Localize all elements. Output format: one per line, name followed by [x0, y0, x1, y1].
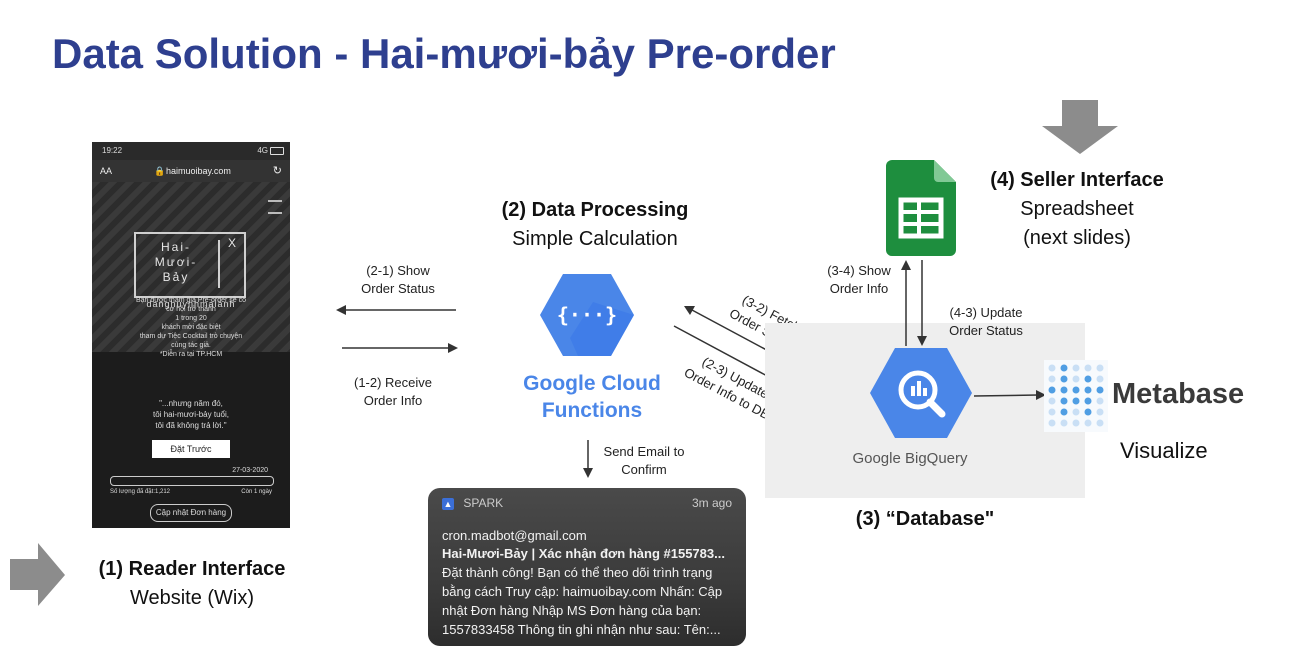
reload-icon: ↻	[272, 165, 282, 177]
google-cloud-functions-icon: {···}	[540, 274, 634, 356]
days-remaining: Còn 1 ngày	[241, 489, 272, 495]
visualize-label: Visualize	[1120, 438, 1208, 463]
arrow-bigquery-metabase	[974, 390, 1046, 400]
menu-icon	[268, 200, 282, 214]
reader-interface-label: (1) Reader Interface Website (Wix)	[98, 558, 286, 609]
arrows-website-gcf	[336, 305, 458, 353]
phone-time: 19:22	[102, 146, 123, 155]
notification-line-2: bằng cách Truy cập: haimuoibay.com Nhấn:…	[442, 584, 723, 599]
right-arrow-icon	[10, 543, 65, 606]
phone-date: 27-03-2020	[232, 467, 268, 474]
notification-time: 3m ago	[691, 496, 732, 510]
author-handle: danghuynhmaianh	[146, 299, 236, 309]
lock-icon: 🔒	[154, 166, 166, 176]
google-bigquery-icon	[870, 348, 972, 438]
svg-text:{···}: {···}	[557, 303, 617, 327]
phone-url: haimuoibay.com	[166, 166, 231, 176]
website-screenshot: 19:22 4G AA 🔒 haimuoibay.com ↻ Hai-Mươi-…	[92, 142, 290, 528]
notification-line-1: Đặt thành công! Bạn có thể theo dõi trìn…	[442, 565, 713, 580]
spark-app-icon: ▲	[442, 497, 454, 510]
bigquery-logo-text: Google BigQuery	[852, 450, 968, 467]
phone-url-bar: AA 🔒 haimuoibay.com ↻	[92, 160, 290, 182]
battery-icon	[270, 147, 284, 155]
arrows-sheets-bigquery	[901, 260, 927, 346]
notification-from: cron.madbot@gmail.com	[442, 528, 587, 543]
data-processing-label: (2) Data Processing Simple Calculation	[501, 199, 689, 250]
phone-status-bar: 19:22 4G	[92, 142, 290, 160]
phone-quote: "...nhưng năm đó,tôi hai-mươi-bảy tuổi,t…	[153, 399, 229, 430]
notification-app: SPARK	[463, 496, 504, 510]
google-sheets-icon	[886, 160, 956, 256]
phone-hero-image: Hai-Mươi-Bảy X danghuynhmaianh	[92, 182, 290, 352]
pre-order-button[interactable]: Đặt Trước	[152, 440, 230, 458]
book-logo-text: Hai-Mươi-Bảy	[154, 240, 198, 284]
page-title: Data Solution - Hai-mươi-bảy Pre-order	[52, 30, 836, 77]
update-order-button[interactable]: Cập nhật Đơn hàng	[150, 504, 232, 522]
metabase-icon	[1044, 360, 1108, 432]
notification-subject: Hai-Mươi-Bảy | Xác nhận đơn hàng #155783…	[442, 546, 725, 561]
notification-line-3: nhật Đơn hàng Nhập MS Đơn hàng của bạn:	[442, 603, 702, 618]
down-arrow-icon	[1042, 100, 1118, 154]
seller-interface-label: (4) Seller Interface Spreadsheet (next s…	[990, 169, 1164, 249]
notification-line-4: 1557833458 Thông tin ghi nhận như sau: T…	[442, 622, 721, 637]
text-size-button: AA	[100, 166, 113, 176]
database-label: (3) “Database"	[855, 508, 995, 530]
order-progress-bar	[110, 476, 274, 486]
phone-signal: 4G	[257, 146, 268, 155]
email-notification: ▲ SPARK 3m ago cron.madbot@gmail.com Hai…	[428, 488, 746, 646]
order-count: Số lượng đã đặt:1,212	[110, 489, 170, 495]
book-logo-frame: Hai-Mươi-Bảy X	[134, 232, 246, 298]
metabase-logo-text: Metabase	[1112, 378, 1245, 410]
arrow-send-email	[583, 440, 593, 478]
notification-header: ▲ SPARK 3m ago	[442, 496, 732, 510]
